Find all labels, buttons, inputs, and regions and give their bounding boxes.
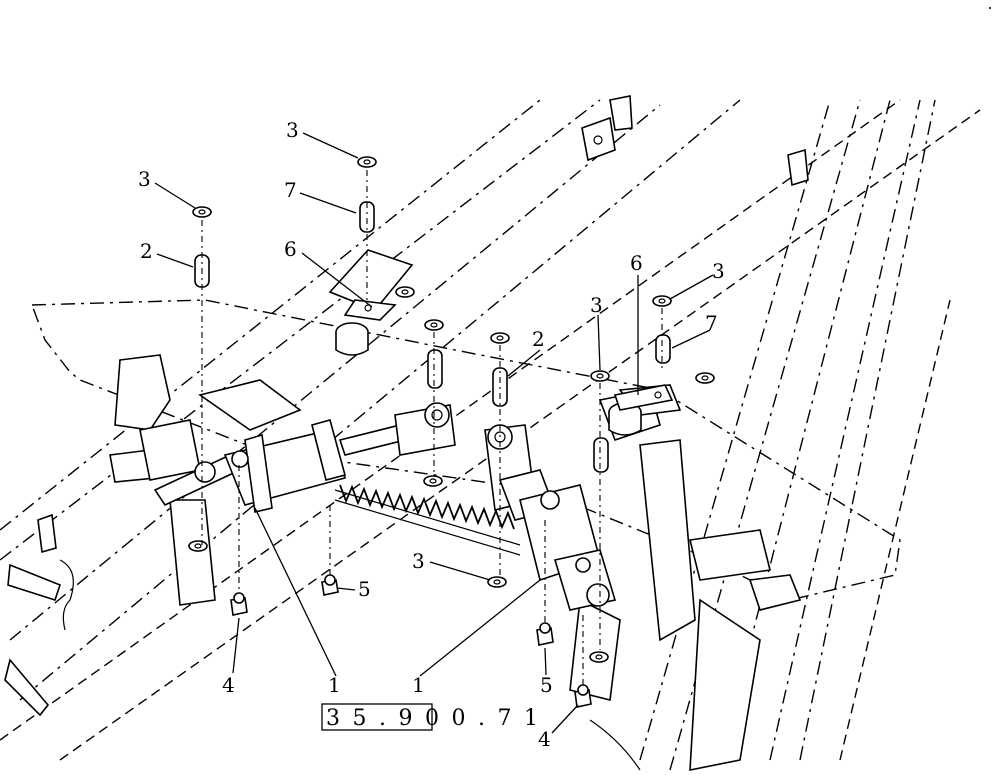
callout-4: 4 [538, 727, 551, 751]
corner-dot [989, 7, 991, 9]
strap-part-6 [328, 249, 674, 411]
assembly-axes [201, 170, 663, 685]
pivot-bushings [335, 322, 642, 436]
callout-7: 7 [284, 178, 297, 202]
callout-5: 5 [358, 577, 371, 601]
callout-1: 1 [412, 673, 425, 697]
callout-3: 3 [412, 549, 425, 573]
callout-7: 7 [705, 311, 718, 335]
callout-3: 3 [590, 293, 603, 317]
tension-spring [334, 484, 521, 556]
callout-3: 3 [138, 167, 151, 191]
callout-3: 3 [712, 259, 725, 283]
upper-bracket [581, 95, 809, 187]
callout-4: 4 [222, 673, 235, 697]
leader-lines [154, 132, 714, 734]
callout-labels: 3 3 7 2 6 6 3 3 7 2 3 5 4 1 1 5 4 [138, 118, 725, 751]
callout-1: 1 [328, 673, 341, 697]
callout-2: 2 [140, 239, 153, 263]
callout-3: 3 [286, 118, 299, 142]
left-frame-assembly [4, 354, 302, 717]
callout-2: 2 [532, 327, 545, 351]
callout-6: 6 [630, 251, 643, 275]
mounting-plate [31, 299, 901, 601]
washers [188, 156, 715, 663]
fittings [230, 574, 592, 708]
callout-6: 6 [284, 237, 297, 261]
reference-code: 35.900.71 [326, 706, 538, 731]
left-hydraulic-cylinder [153, 402, 456, 513]
callout-5: 5 [540, 673, 553, 697]
reference-code-box: 35.900.71 [321, 703, 538, 731]
